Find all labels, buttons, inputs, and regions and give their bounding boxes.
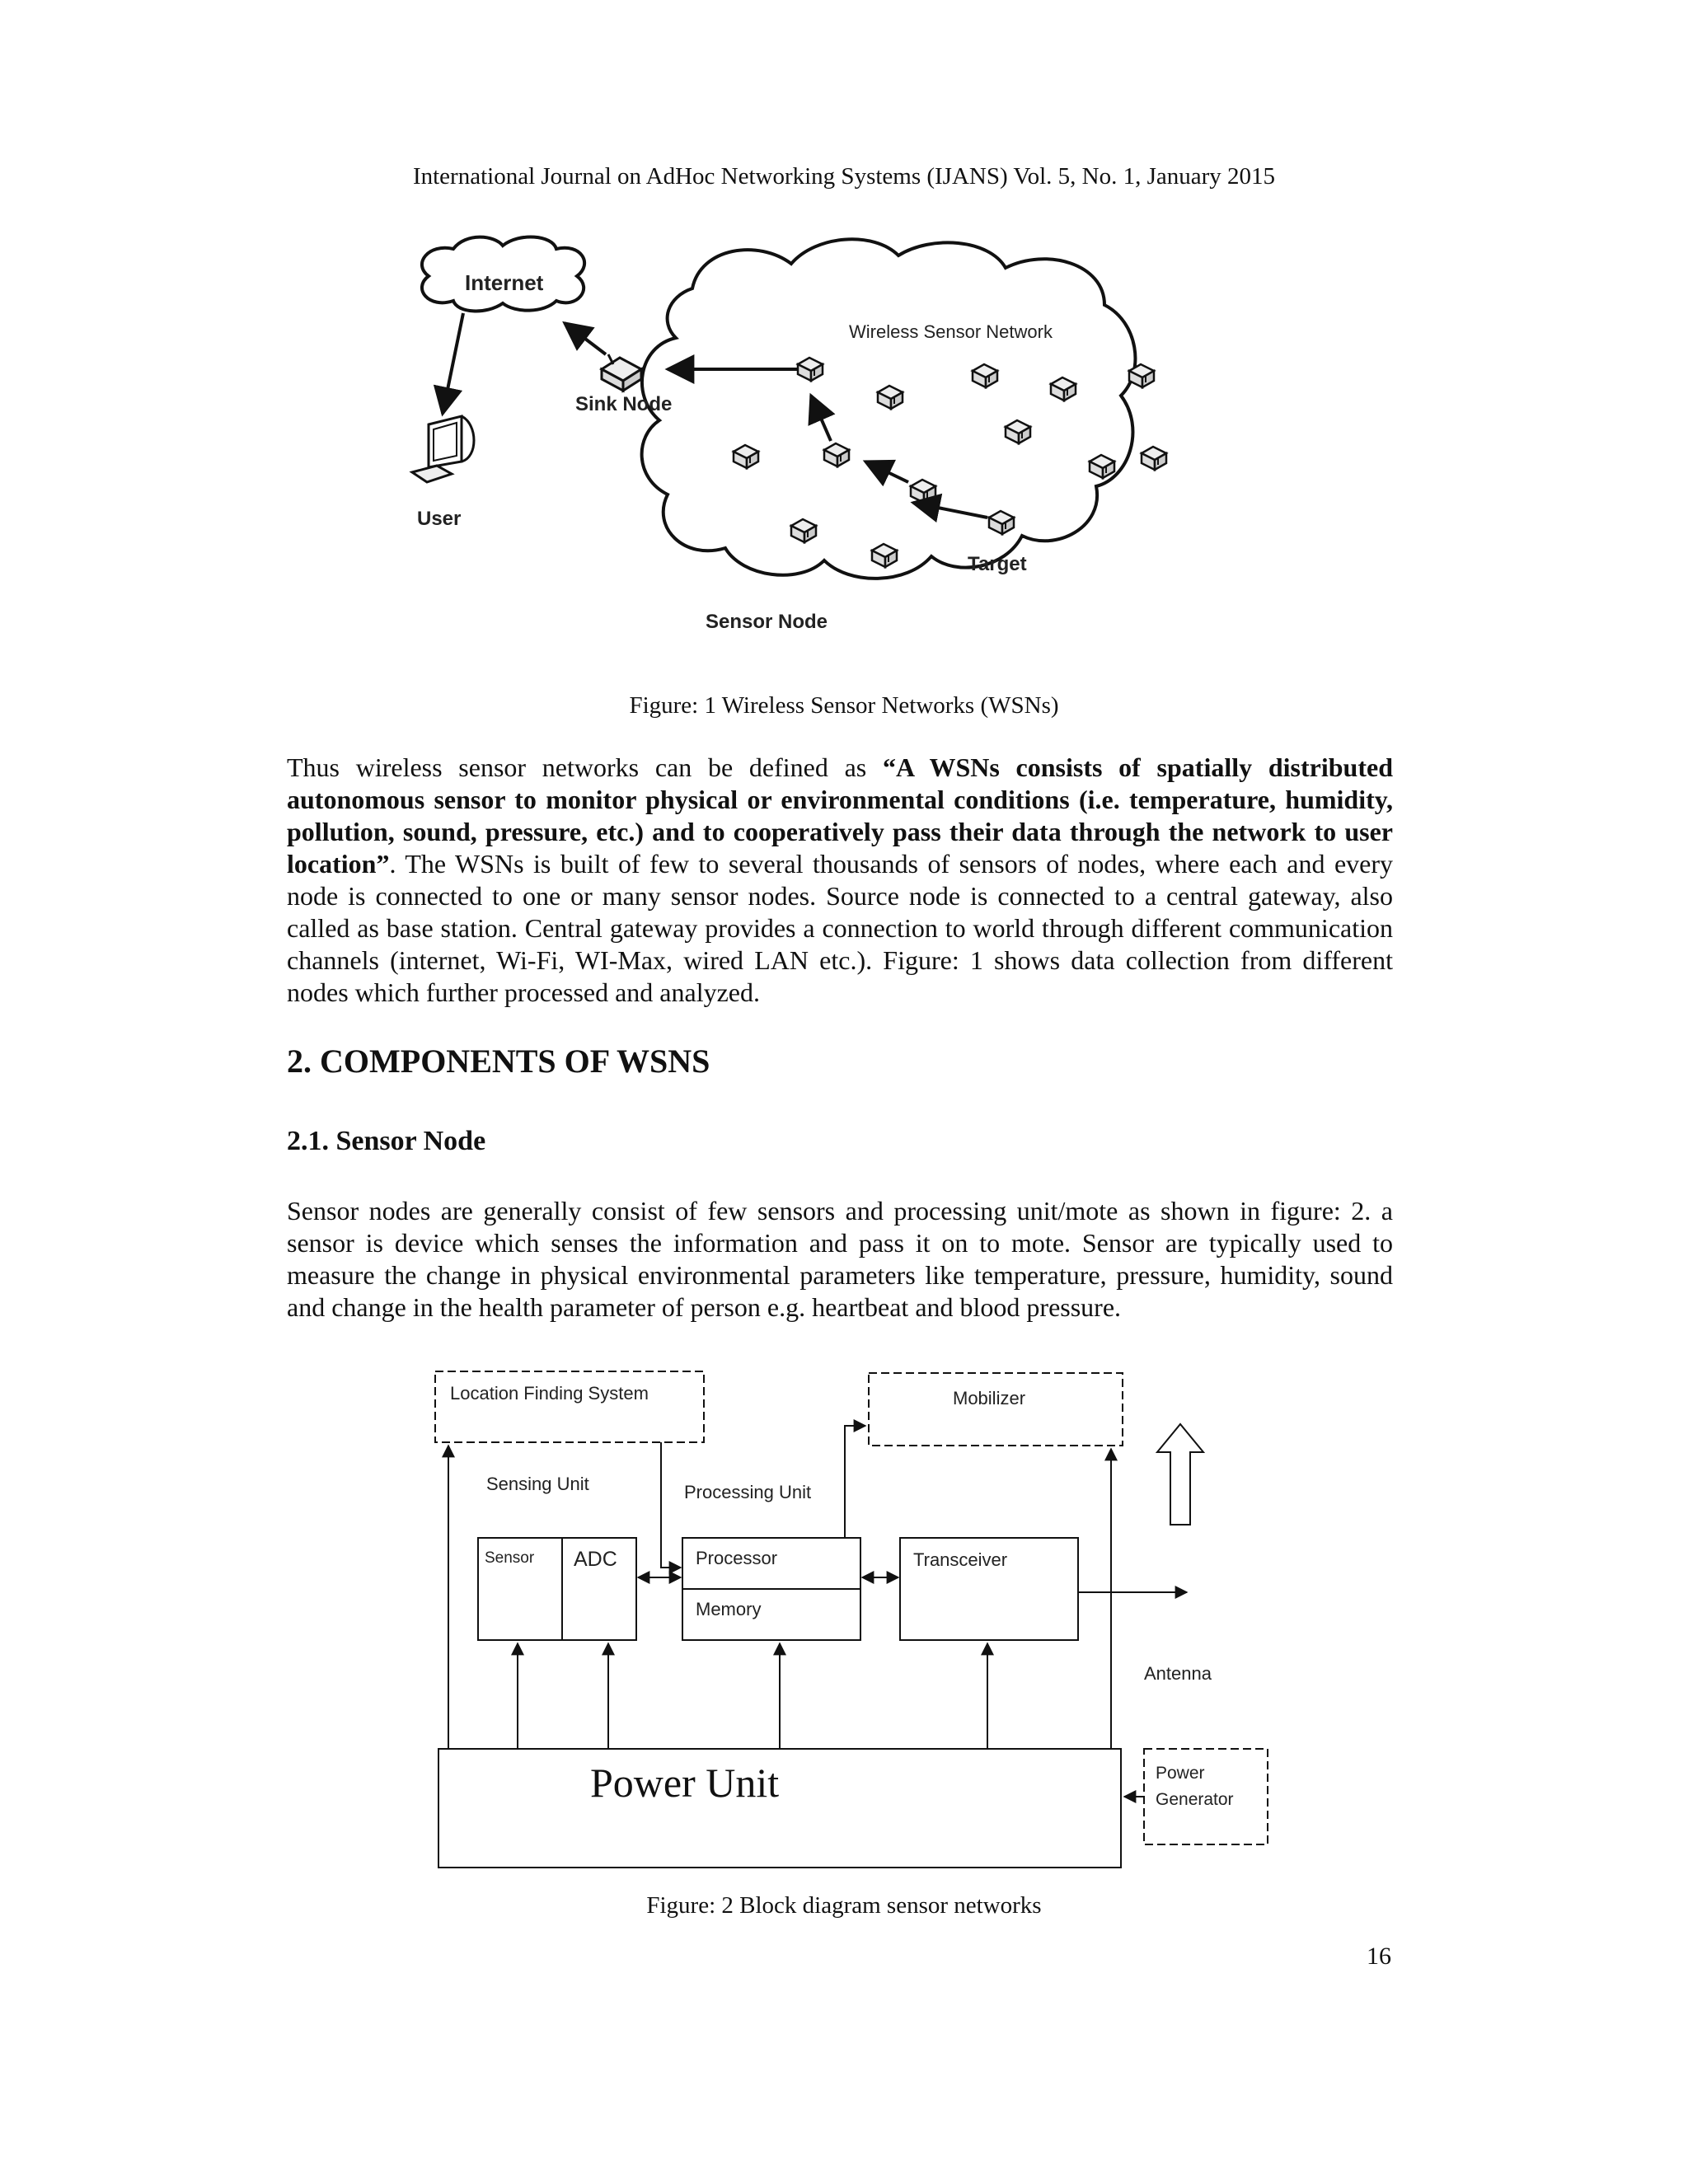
figure-1-svg: Internet Wireless Sensor Network Sink No… [409,235,1168,633]
wsn-label: Wireless Sensor Network [849,321,1053,342]
adc-label: ADC [574,1548,617,1571]
user-label: User [417,508,461,530]
location-finding-box [434,1371,705,1443]
internet-label: Internet [465,270,544,295]
figure-1-wsn-diagram: Internet Wireless Sensor Network Sink No… [396,231,1302,643]
figure-2-block-diagram: Location Finding System Mobilizer Sensin… [429,1360,1286,1879]
processor-to-mobilizer-line [844,1419,867,1538]
paragraph-rest: . The WSNs is built of few to several th… [287,849,1393,1007]
antenna-label: Antenna [1144,1663,1212,1684]
subsection-heading: 2.1. Sensor Node [287,1126,486,1156]
internet-to-user-arrow [433,312,465,417]
sink-node-label: Sink Node [575,393,672,415]
sensor-label: Sensor [485,1549,535,1567]
adc-box [561,1537,637,1641]
running-head: International Journal on AdHoc Networkin… [412,163,1276,190]
target-to-relay-arrow [910,493,988,523]
wsn-cloud-shape [640,237,1137,580]
user-computer-icon [409,415,476,484]
sensor-node-label: Sensor Node [706,611,828,633]
power-unit-label: Power Unit [590,1760,779,1806]
target-label: Target [968,553,1027,575]
sensor-node-icon [1128,363,1156,389]
location-finding-label: Location Finding System [450,1383,649,1404]
processor-label: Processor [696,1548,777,1568]
sink-node-icon [599,354,644,393]
figure-2-svg: Location Finding System Mobilizer Sensin… [434,1371,1268,1868]
power-generator-label-line2: Generator [1156,1790,1234,1809]
paragraph-definition: Thus wireless sensor networks can be def… [287,752,1393,1009]
relay-to-relay-arrow [862,459,909,487]
transceiver-box [899,1537,1079,1641]
transceiver-label: Transceiver [913,1549,1007,1570]
figure-1-caption: Figure: 1 Wireless Sensor Networks (WSNs… [629,692,1059,719]
location-to-processor-line [660,1442,682,1574]
sensing-unit-label: Sensing Unit [486,1474,589,1494]
wsn-definition: “A WSNs consists of spatially distribute… [287,752,1394,879]
memory-label: Memory [696,1599,761,1619]
mobilizer-label: Mobilizer [953,1388,1025,1408]
power-unit-box [438,1748,1122,1868]
sensor-node-icon [1140,445,1168,471]
sink-to-internet-arrow [562,321,607,356]
antenna-arrow-icon [1155,1422,1206,1526]
page-number: 16 [1367,1943,1391,1970]
internet-cloud-shape [420,235,587,313]
power-generator-label-line1: Power [1156,1764,1205,1783]
paragraph-sensor-node: Sensor nodes are generally consist of fe… [287,1196,1393,1322]
section-heading: 2. COMPONENTS OF WSNS [287,1043,710,1080]
processing-unit-label: Processing Unit [684,1482,811,1502]
mobilizer-box [868,1372,1123,1446]
relay-to-gateway-arrow [808,392,836,442]
paragraph-lead: Thus wireless sensor networks can be def… [287,752,883,782]
figure-2-caption: Figure: 2 Block diagram sensor networks [646,1892,1042,1919]
